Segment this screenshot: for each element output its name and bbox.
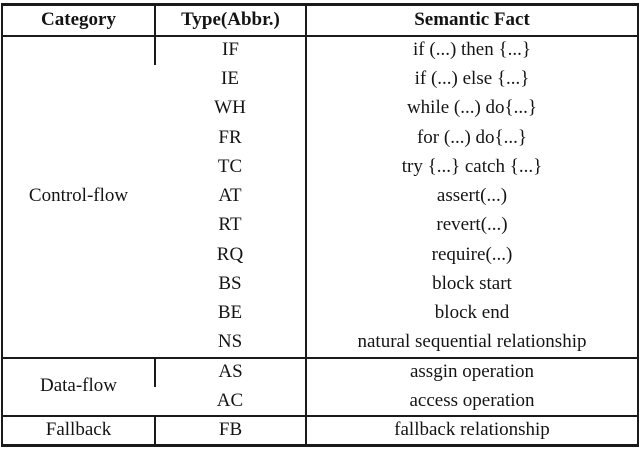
table-body: Control-flow IF if (...) then {...} IE i… bbox=[2, 35, 638, 446]
table-row: AT assert(...) bbox=[2, 181, 638, 212]
type-cell: RQ bbox=[216, 243, 244, 265]
table-row: RQ require(...) bbox=[2, 240, 638, 270]
col-header-type: Type(Abbr.) bbox=[154, 4, 306, 37]
table-row: NS natural sequential relationship bbox=[2, 328, 638, 358]
fact-cell: natural sequential relationship bbox=[305, 328, 638, 358]
type-cell: BE bbox=[217, 302, 243, 324]
type-cell: IE bbox=[221, 68, 239, 90]
table-row: BS block start bbox=[2, 269, 638, 300]
fact-cell: require(...) bbox=[305, 240, 638, 270]
fact-cell: if (...) then {...} bbox=[305, 35, 638, 65]
type-cell: WH bbox=[214, 97, 246, 119]
fact-cell: access operation bbox=[305, 386, 638, 417]
semantic-fact-table: Category Type(Abbr.) Semantic Fact Contr… bbox=[1, 3, 639, 447]
table-row: BE block end bbox=[2, 299, 638, 329]
fact-cell: while (...) do{...} bbox=[305, 94, 638, 124]
fact-cell: try {...} catch {...} bbox=[305, 152, 638, 182]
type-cell: BS bbox=[218, 272, 242, 294]
fact-cell: revert(...) bbox=[305, 211, 638, 241]
fact-cell: assert(...) bbox=[305, 181, 638, 212]
col-header-semantic-fact: Semantic Fact bbox=[305, 4, 638, 37]
fact-cell: assgin operation bbox=[305, 356, 638, 387]
fact-cell: for (...) do{...} bbox=[305, 123, 638, 153]
type-cell: TC bbox=[217, 155, 243, 177]
type-cell: AC bbox=[216, 389, 244, 411]
table-row: RT revert(...) bbox=[2, 211, 638, 241]
table-row: FR for (...) do{...} bbox=[2, 123, 638, 153]
fact-cell: block end bbox=[305, 299, 638, 329]
type-cell: RT bbox=[218, 214, 242, 236]
table-row: Data-flow AS assgin operation bbox=[2, 356, 638, 417]
fact-cell: if (...) else {...} bbox=[305, 64, 638, 95]
col-header-category: Category bbox=[2, 4, 155, 37]
table-row: WH while (...) do{...} bbox=[2, 94, 638, 124]
category-cell-fallback: Fallback bbox=[2, 415, 155, 446]
type-cell: FB bbox=[154, 415, 306, 446]
fact-cell: block start bbox=[305, 269, 638, 300]
type-cell: AT bbox=[218, 185, 242, 207]
table-row: Control-flow IF if (...) then {...} bbox=[2, 35, 638, 206]
type-cell: NS bbox=[217, 331, 243, 353]
fact-cell: fallback relationship bbox=[305, 415, 638, 446]
type-cell: IF bbox=[154, 35, 306, 65]
table-row: IE if (...) else {...} bbox=[2, 64, 638, 95]
header-row: Category Type(Abbr.) Semantic Fact bbox=[2, 4, 638, 37]
type-cell: AS bbox=[154, 356, 306, 387]
table-row: Fallback FB fallback relationship bbox=[2, 415, 638, 446]
category-cell-data-flow: Data-flow bbox=[2, 356, 155, 417]
table-header: Category Type(Abbr.) Semantic Fact bbox=[2, 4, 638, 37]
type-cell: FR bbox=[218, 126, 242, 148]
category-cell-control-flow: Control-flow bbox=[28, 185, 129, 207]
table-row: AC access operation bbox=[2, 386, 638, 417]
table-row: TC try {...} catch {...} bbox=[2, 152, 638, 182]
